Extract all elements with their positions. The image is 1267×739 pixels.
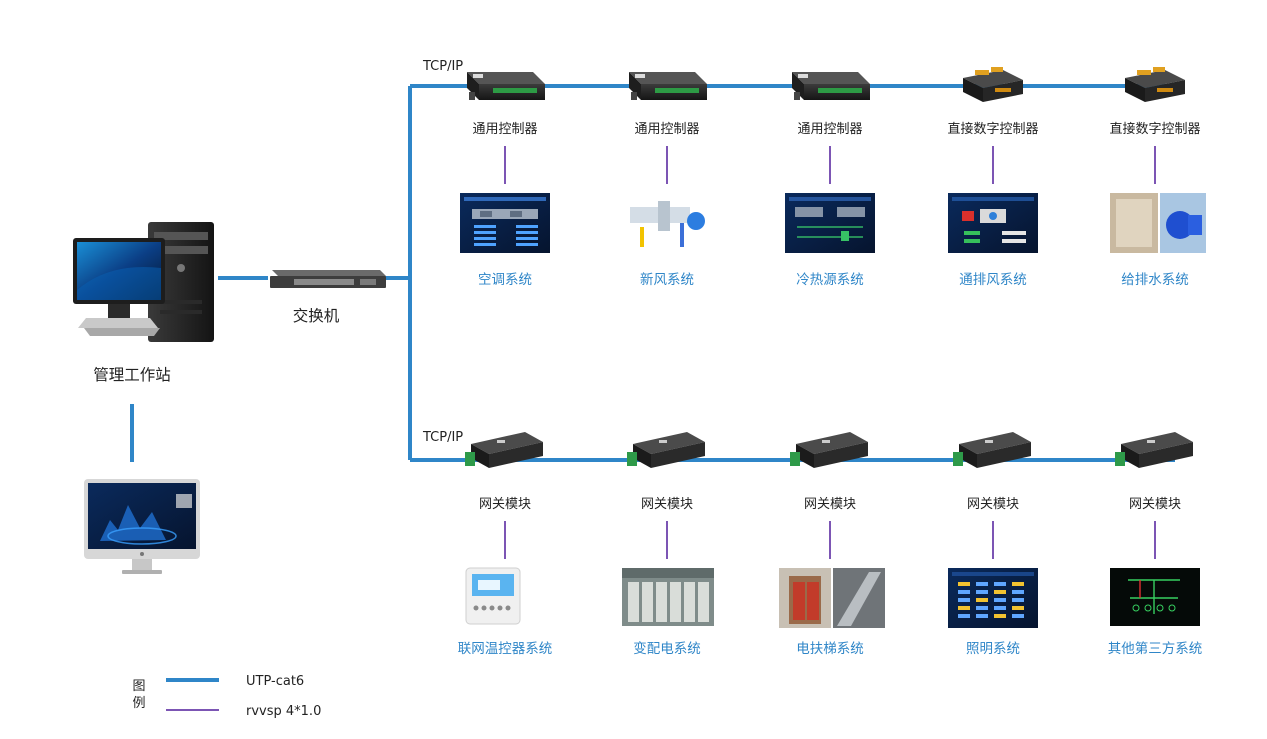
device-label: 网关模块: [804, 497, 856, 512]
chiller-screen-icon: [785, 193, 875, 253]
device-label: 网关模块: [479, 497, 531, 512]
network-switch-icon: [270, 270, 386, 288]
bus-2: TCP/IP网关模块联网温控器系统网关模块变配电系统网关模块电扶梯系统网关模块照…: [422, 430, 1202, 657]
lighting-screen-icon: [948, 568, 1038, 628]
system-label: 照明系统: [966, 641, 1020, 657]
controller-icon: [629, 72, 707, 100]
device-label: 直接数字控制器: [947, 121, 1038, 137]
controller-icon: [792, 72, 870, 100]
device-label: 直接数字控制器: [1109, 121, 1200, 137]
switch-label: 交换机: [293, 307, 340, 325]
bus-1: TCP/IP通用控制器空调系统通用控制器新风系统通用控制器冷热源系统直接数字控制…: [422, 59, 1206, 288]
device-buses: TCP/IP通用控制器空调系统通用控制器新风系统通用控制器冷热源系统直接数字控制…: [422, 59, 1206, 657]
system-label: 变配电系统: [633, 641, 701, 657]
gateway-icon: [1115, 432, 1193, 468]
legend-utp-label: UTP-cat6: [246, 674, 304, 689]
legend-title-char-1: 图: [132, 679, 145, 694]
controller-icon: [467, 72, 545, 100]
system-label: 联网温控器系统: [458, 641, 553, 657]
system-label: 冷热源系统: [796, 272, 864, 288]
bus-2-protocol-label: TCP/IP: [422, 430, 463, 445]
device-label: 网关模块: [1129, 497, 1181, 512]
ddc-icon: [963, 67, 1023, 102]
switchgear-photo-icon: [622, 568, 714, 626]
system-label: 电扶梯系统: [796, 641, 864, 657]
workstation: 管理工作站: [73, 222, 214, 574]
system-label: 通排风系统: [959, 272, 1027, 288]
system-label: 新风系统: [640, 272, 694, 288]
ddc-icon: [1125, 67, 1185, 102]
gateway-icon: [953, 432, 1031, 468]
workstation-label: 管理工作站: [93, 366, 171, 384]
elevator-photo-icon: [779, 568, 885, 628]
thermostat-icon: [465, 567, 521, 625]
legend-rvvsp-label: rvvsp 4*1.0: [246, 704, 321, 719]
device-label: 通用控制器: [472, 122, 537, 137]
computer-icon: [73, 222, 214, 342]
display-icon: [84, 479, 200, 574]
ventilation-screen-icon: [948, 193, 1038, 253]
device-label: 网关模块: [641, 497, 693, 512]
legend: 图 例 UTP-cat6 rvvsp 4*1.0: [132, 674, 321, 719]
third-party-screen-icon: [1110, 568, 1200, 626]
device-label: 网关模块: [967, 497, 1019, 512]
gateway-icon: [790, 432, 868, 468]
device-label: 通用控制器: [797, 122, 862, 137]
fresh-air-screen-icon: [622, 193, 712, 253]
bus-1-protocol-label: TCP/IP: [422, 59, 463, 74]
system-label: 其他第三方系统: [1108, 640, 1203, 657]
gateway-icon: [627, 432, 705, 468]
water-system-photo-icon: [1110, 193, 1206, 253]
switch: 交换机: [270, 270, 386, 325]
system-label: 空调系统: [478, 272, 532, 288]
gateway-icon: [465, 432, 543, 468]
hvac-screen-icon: [460, 193, 550, 253]
system-label: 给排水系统: [1121, 272, 1189, 288]
legend-title-char-2: 例: [132, 696, 145, 711]
device-label: 通用控制器: [634, 122, 699, 137]
